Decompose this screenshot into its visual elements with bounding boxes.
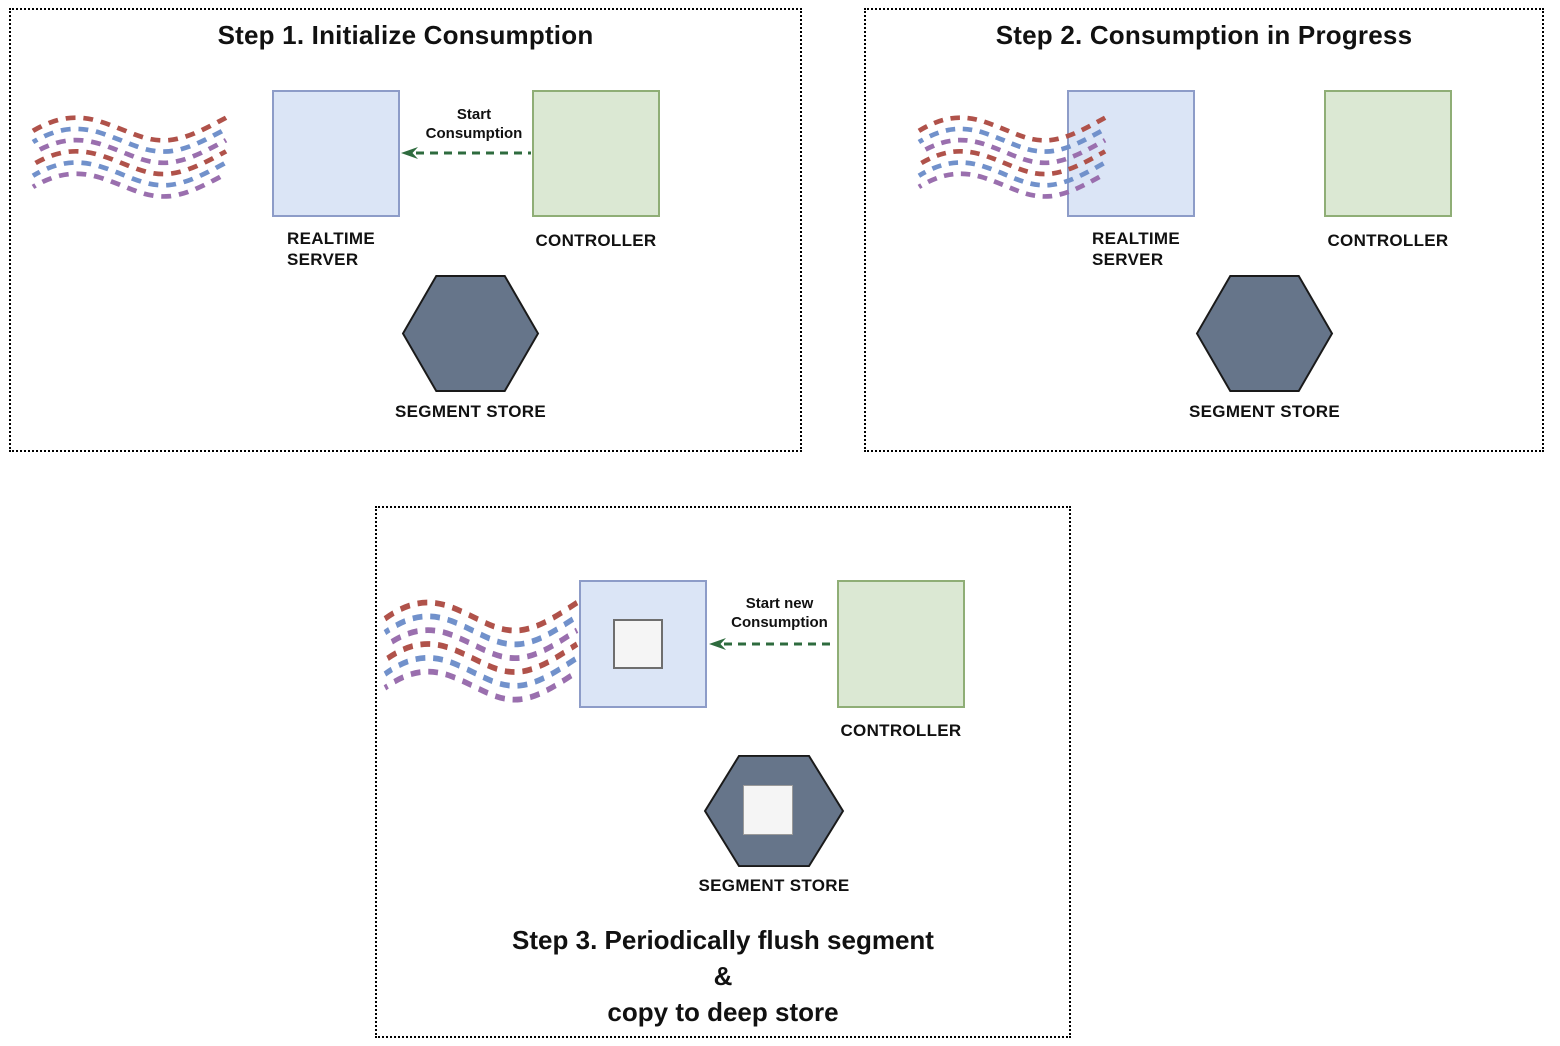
event-stream-icon xyxy=(31,115,228,199)
realtime-server-label: REALTIME SERVER xyxy=(1092,229,1181,269)
start-consumption-arrow-icon xyxy=(401,147,531,159)
realtime-server-box xyxy=(272,90,400,217)
panel-step2: Step 2. Consumption in Progress REALTIME… xyxy=(864,8,1544,452)
controller-label: CONTROLLER xyxy=(1327,231,1449,250)
controller-label: CONTROLLER xyxy=(840,721,962,740)
controller-label: CONTROLLER xyxy=(535,231,657,250)
segment-store-hexagon xyxy=(703,755,845,867)
controller-box xyxy=(837,580,965,708)
controller-box xyxy=(532,90,660,217)
step2-title: Step 2. Consumption in Progress xyxy=(995,20,1413,50)
realtime-server-box xyxy=(579,580,707,708)
step3-caption: Step 3. Periodically flush segment & cop… xyxy=(377,922,1069,1030)
in-memory-segment-square xyxy=(613,619,663,669)
start-new-consumption-arrow-icon xyxy=(709,638,836,650)
segment-store-hexagon xyxy=(401,275,540,392)
flushed-segment-square xyxy=(743,785,793,835)
step3-caption-line2: & xyxy=(713,961,733,991)
start-consumption-label: Start Consumption xyxy=(425,106,523,142)
event-stream-icon xyxy=(917,115,1107,199)
realtime-server-box xyxy=(1067,90,1195,217)
realtime-server-label: REALTIME SERVER xyxy=(287,229,376,269)
segment-store-label: SEGMENT STORE xyxy=(698,876,850,895)
controller-box xyxy=(1324,90,1452,217)
segment-store-hexagon xyxy=(1195,275,1334,392)
panel-step1: Step 1. Initialize Consumption REALTIME … xyxy=(9,8,802,452)
step3-caption-line1: Step 3. Periodically flush segment xyxy=(512,925,934,955)
segment-store-label: SEGMENT STORE xyxy=(1189,402,1340,421)
segment-store-label: SEGMENT STORE xyxy=(395,402,546,421)
step3-caption-line3: copy to deep store xyxy=(607,997,839,1027)
start-new-consumption-label: Start new Consumption xyxy=(731,595,828,631)
step1-title: Step 1. Initialize Consumption xyxy=(217,20,594,50)
panel-step3: Start new Consumption CONTROLLER SEGMENT… xyxy=(375,506,1071,1038)
event-stream-icon xyxy=(383,599,579,703)
